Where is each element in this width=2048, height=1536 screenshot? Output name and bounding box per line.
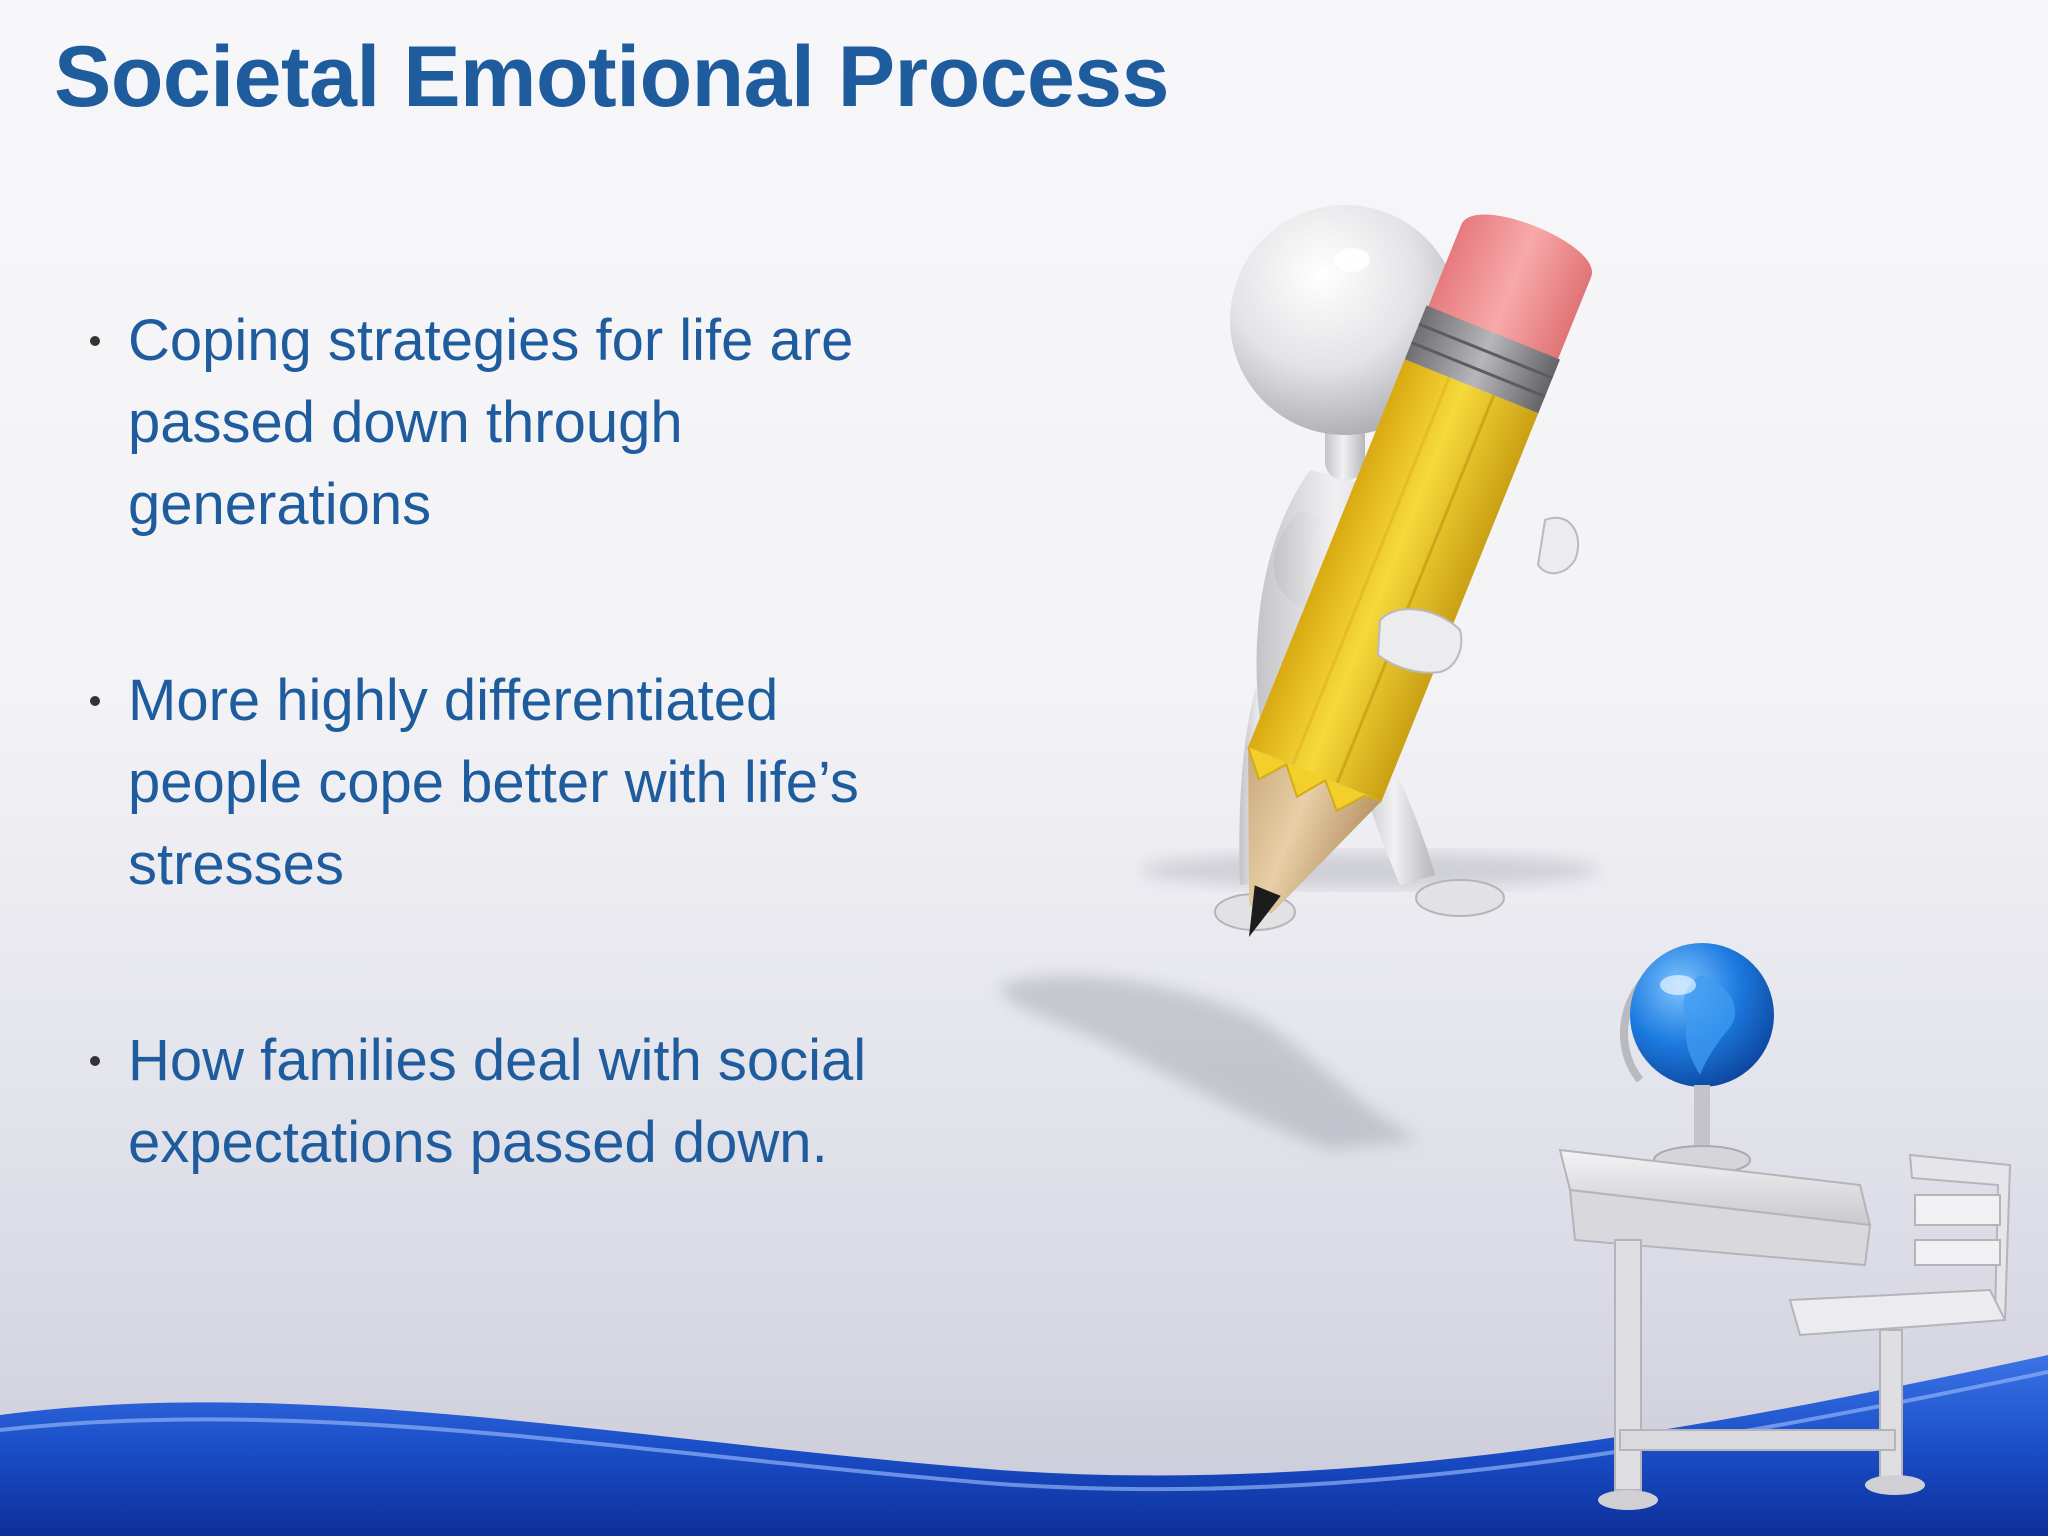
bullet-item: More highly differentiated people cope b… <box>82 660 982 906</box>
bullet-list: Coping strategies for life are passed do… <box>82 300 982 1184</box>
bullet-dot-icon <box>90 336 100 346</box>
pencil-icon <box>1247 214 1592 938</box>
bullet-item: How families deal with social expectatio… <box>82 1020 982 1184</box>
bullet-text: Coping strategies for life are passed do… <box>128 308 854 537</box>
slide-title: Societal Emotional Process <box>54 29 1169 125</box>
bullet-text: More highly differentiated people cope b… <box>128 668 859 897</box>
bullet-item: Coping strategies for life are passed do… <box>82 300 982 546</box>
globe-icon <box>1620 943 1774 1175</box>
chair-icon <box>1619 1153 2012 1495</box>
bullet-text: How families deal with social expectatio… <box>128 1028 867 1175</box>
bullet-dot-icon <box>90 696 100 706</box>
bullet-dot-icon <box>90 1056 100 1066</box>
